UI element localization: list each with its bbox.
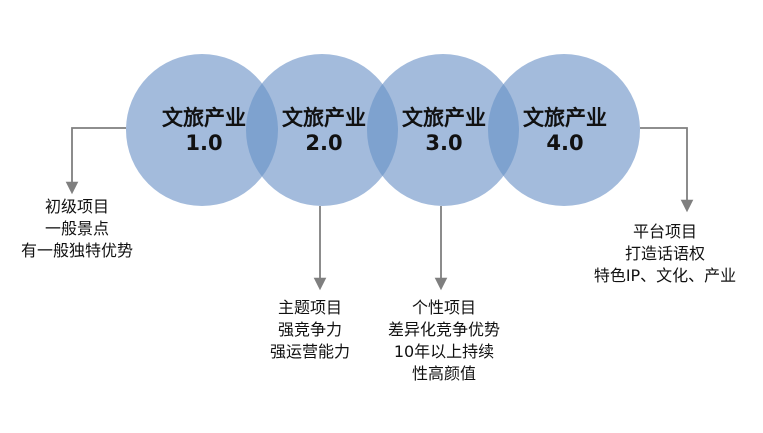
stage-1-details: 初级项目 一般景点 有一般独特优势 (21, 197, 133, 260)
stage-3-detail-line: 差异化竞争优势 (388, 320, 500, 339)
stage-4-detail-line: 平台项目 (633, 222, 697, 241)
stage-3-title: 文旅产业 (402, 106, 486, 130)
stage-4-version: 4.0 (546, 131, 583, 155)
stage-2-title: 文旅产业 (282, 106, 366, 130)
connector-arrows (65, 127, 694, 291)
stage-2-detail-line: 主题项目 (278, 298, 342, 317)
stage-4-detail-line: 特色IP、文化、产业 (594, 266, 736, 285)
stage-circle-4 (488, 54, 640, 206)
stage-4-title: 文旅产业 (523, 106, 607, 130)
stage-1-detail-line: 初级项目 (45, 197, 109, 216)
arrow-stage-4 (640, 127, 694, 213)
stage-1-version: 1.0 (185, 131, 222, 155)
stage-circle-2 (246, 54, 398, 206)
stage-1-detail-line: 有一般独特优势 (21, 241, 133, 260)
stage-circles (126, 54, 640, 206)
stage-2-detail-line: 强竞争力 (278, 320, 342, 339)
arrow-stage-1 (65, 127, 126, 195)
stage-3-details: 个性项目 差异化竞争优势 10年以上持续 性高颜值 (388, 298, 500, 383)
stage-4-detail-line: 打造话语权 (625, 244, 705, 263)
stage-3-detail-line: 性高颜值 (412, 364, 476, 383)
stage-4-details: 平台项目 打造话语权 特色IP、文化、产业 (594, 222, 736, 285)
stage-1-detail-line: 一般景点 (45, 219, 109, 238)
stage-circle-1 (126, 54, 278, 206)
stage-3-version: 3.0 (425, 131, 462, 155)
stage-3-detail-line: 个性项目 (412, 298, 476, 317)
stage-1-title: 文旅产业 (162, 106, 246, 130)
stage-labels: 文旅产业 1.0 文旅产业 2.0 文旅产业 3.0 文旅产业 4.0 (162, 106, 607, 155)
stage-2-details: 主题项目 强竞争力 强运营能力 (270, 298, 350, 361)
stage-2-version: 2.0 (305, 131, 342, 155)
stage-3-detail-line: 10年以上持续 (394, 342, 494, 361)
stage-circle-3 (367, 54, 519, 206)
stage-2-detail-line: 强运营能力 (270, 342, 350, 361)
